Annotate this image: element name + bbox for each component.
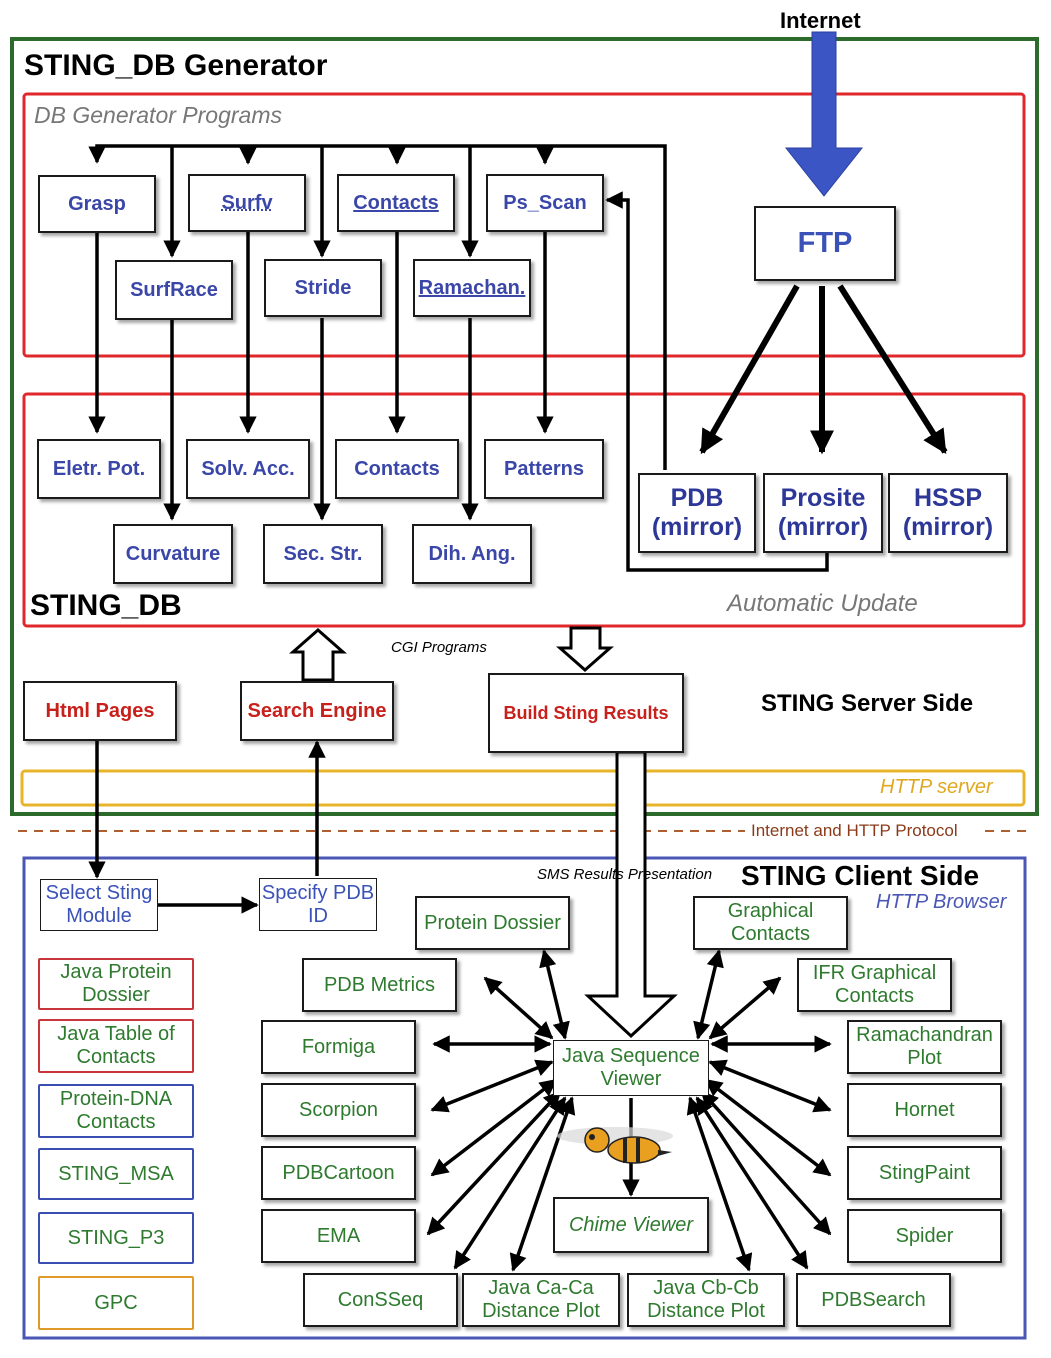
output-sec-str: Sec. Str. <box>263 524 383 584</box>
server-side-label: STING Server Side <box>761 690 974 717</box>
output-contacts: Contacts <box>335 439 459 499</box>
output-solv-acc: Solv. Acc. <box>186 439 310 499</box>
program-ramachan: Ramachan. <box>413 259 531 317</box>
tool-pdb-metrics[interactable]: PDB Metrics <box>302 958 457 1012</box>
program-contacts: Contacts <box>337 174 455 232</box>
select-module-box[interactable]: Select Sting Module <box>40 879 158 931</box>
tool-stingpaint[interactable]: StingPaint <box>847 1146 1002 1200</box>
tool-ifr-graphical-contacts[interactable]: IFR Graphical Contacts <box>797 958 952 1012</box>
program-ps-scan: Ps_Scan <box>486 174 604 232</box>
mirror-hssp: HSSP (mirror) <box>888 473 1008 553</box>
client-frame <box>22 856 1027 1340</box>
tool-scorpion[interactable]: Scorpion <box>261 1083 416 1137</box>
tool-spider[interactable]: Spider <box>847 1209 1002 1263</box>
http-server-label: HTTP server <box>880 776 993 798</box>
module-sting-p3[interactable]: STING_P3 <box>38 1212 194 1264</box>
programs-frame <box>22 92 1026 358</box>
mirror-pdb-suffix: (mirror) <box>651 513 743 541</box>
java-sequence-viewer[interactable]: Java Sequence Viewer <box>553 1040 709 1096</box>
generator-title: STING_DB Generator <box>24 49 328 82</box>
ftp-box: FTP <box>754 206 896 281</box>
programs-title: DB Generator Programs <box>34 102 282 128</box>
automatic-update-label: Automatic Update <box>727 590 918 617</box>
cgi-label: CGI Programs <box>391 639 487 656</box>
program-grasp: Grasp <box>38 175 156 233</box>
module-gpc[interactable]: GPC <box>38 1276 194 1330</box>
build-down-arrow <box>556 626 614 672</box>
client-side-label: STING Client Side <box>741 860 980 891</box>
generator-frame <box>10 37 1039 816</box>
protocol-label: Internet and HTTP Protocol <box>751 821 958 840</box>
stingdb-title: STING_DB <box>30 589 182 622</box>
search-engine-box: Search Engine <box>240 681 394 741</box>
build-results-box: Build Sting Results <box>488 673 684 753</box>
output-eletr-pot: Eletr. Pot. <box>37 439 161 499</box>
mirror-prosite: Prosite (mirror) <box>763 473 883 553</box>
tool-hornet[interactable]: Hornet <box>847 1083 1002 1137</box>
module-sting-msa[interactable]: STING_MSA <box>38 1148 194 1200</box>
tool-conseq[interactable]: ConSSeq <box>303 1273 458 1327</box>
mirror-hssp-suffix: (mirror) <box>902 513 994 541</box>
chime-viewer[interactable]: Chime Viewer <box>553 1197 709 1253</box>
internet-label: Internet <box>780 8 861 33</box>
viewer-spokes <box>426 949 832 1272</box>
ftp-arrows <box>699 284 948 455</box>
sms-label: SMS Results Presentation <box>537 866 713 883</box>
tool-pdbsearch[interactable]: PDBSearch <box>796 1273 951 1327</box>
program-surfrace: SurfRace <box>115 260 233 320</box>
tool-ramachandran-plot[interactable]: Ramachandran Plot <box>847 1020 1002 1074</box>
module-java-protein-dossier[interactable]: Java Protein Dossier <box>38 958 194 1010</box>
mirror-pdb-name: PDB <box>670 484 724 513</box>
generator-feed-lines <box>88 144 829 572</box>
bee-icon <box>557 1127 673 1164</box>
tool-java-caca[interactable]: Java Ca-Ca Distance Plot <box>462 1273 620 1327</box>
program-surfv: Surfv <box>188 174 306 232</box>
mirror-pdb: PDB (mirror) <box>638 473 756 553</box>
tool-protein-dossier[interactable]: Protein Dossier <box>415 896 570 950</box>
tool-formiga[interactable]: Formiga <box>261 1020 416 1074</box>
tool-java-cbcb[interactable]: Java Cb-Cb Distance Plot <box>627 1273 785 1327</box>
http-browser-label: HTTP Browser <box>876 891 1007 913</box>
mirror-hssp-name: HSSP <box>913 484 983 513</box>
results-down-arrow <box>584 750 678 1039</box>
html-pages-box: Html Pages <box>23 681 177 741</box>
tool-pdbcartoon[interactable]: PDBCartoon <box>261 1146 416 1200</box>
mirror-prosite-name: Prosite <box>780 484 866 513</box>
http-server-frame <box>20 769 1026 807</box>
search-up-arrow <box>289 628 347 682</box>
output-dih-ang: Dih. Ang. <box>412 524 532 584</box>
module-protein-dna-contacts[interactable]: Protein-DNA Contacts <box>38 1084 194 1138</box>
internet-arrow <box>784 31 864 197</box>
tool-ema[interactable]: EMA <box>261 1209 416 1263</box>
output-patterns: Patterns <box>484 439 604 499</box>
module-java-table-contacts[interactable]: Java Table of Contacts <box>38 1019 194 1073</box>
stingdb-frame <box>22 392 1026 628</box>
tool-graphical-contacts[interactable]: Graphical Contacts <box>693 896 848 950</box>
mirror-prosite-suffix: (mirror) <box>777 513 869 541</box>
specify-pdb-box[interactable]: Specify PDB ID <box>259 878 377 931</box>
program-stride: Stride <box>264 259 382 317</box>
output-curvature: Curvature <box>113 524 233 584</box>
